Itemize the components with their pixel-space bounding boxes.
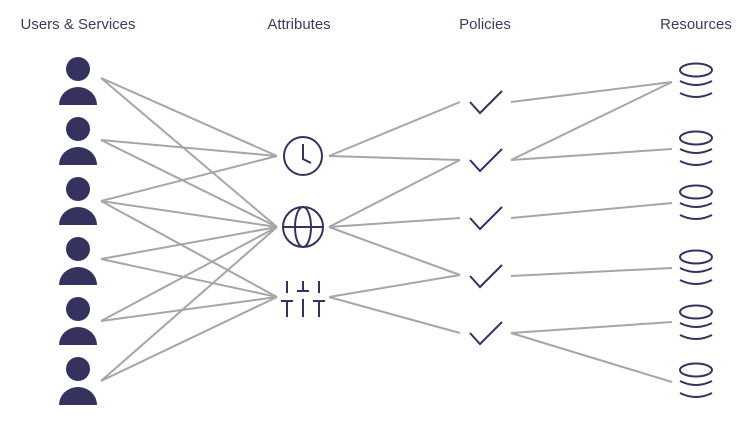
- edge-user-attribute: [100, 200, 278, 228]
- globe-icon: [282, 206, 324, 248]
- edge-attribute-policy: [328, 226, 461, 276]
- header-users-services: Users & Services: [20, 16, 136, 33]
- check-icon: [469, 90, 503, 115]
- user-icon: [59, 177, 97, 225]
- check-icon: [469, 206, 503, 231]
- edge-user-attribute: [100, 226, 278, 260]
- edge-policy-resource: [510, 148, 673, 161]
- edge-user-attribute: [100, 155, 278, 202]
- user-icon: [59, 297, 97, 345]
- user-icon: [59, 117, 97, 165]
- edge-attribute-policy: [328, 217, 461, 228]
- edge-policy-resource: [510, 81, 673, 103]
- edge-user-attribute: [100, 296, 278, 322]
- database-icon: [679, 130, 713, 166]
- edge-attribute-policy: [328, 155, 461, 161]
- edge-user-attribute: [100, 139, 278, 228]
- database-icon: [679, 62, 713, 98]
- edge-user-attribute: [100, 226, 278, 322]
- edge-attribute-policy: [328, 101, 461, 157]
- edge-user-attribute: [100, 139, 278, 157]
- edge-policy-resource: [510, 267, 673, 277]
- edge-policy-resource: [510, 332, 673, 383]
- edge-user-attribute: [100, 77, 278, 157]
- header-attributes: Attributes: [267, 16, 331, 33]
- database-icon: [679, 362, 713, 398]
- edge-user-attribute: [100, 77, 278, 228]
- check-icon: [469, 148, 503, 173]
- edge-attribute-policy: [328, 159, 461, 228]
- sliders-icon: [281, 281, 325, 317]
- check-icon: [469, 321, 503, 346]
- header-policies: Policies: [459, 16, 511, 33]
- edge-user-attribute: [100, 226, 278, 382]
- database-icon: [679, 249, 713, 285]
- edge-user-attribute: [100, 258, 278, 298]
- user-icon: [59, 357, 97, 405]
- user-icon: [59, 237, 97, 285]
- clock-icon: [283, 136, 323, 176]
- edge-attribute-policy: [328, 274, 461, 298]
- edge-policy-resource: [510, 81, 673, 161]
- header-resources: Resources: [660, 16, 732, 33]
- edge-policy-resource: [510, 321, 673, 334]
- database-icon: [679, 184, 713, 220]
- edge-policy-resource: [510, 202, 673, 219]
- edge-user-attribute: [100, 200, 278, 298]
- edges: [100, 77, 673, 383]
- user-icon: [59, 57, 97, 105]
- edge-user-attribute: [100, 296, 278, 382]
- database-icon: [679, 304, 713, 340]
- check-icon: [469, 264, 503, 289]
- edge-attribute-policy: [328, 296, 461, 334]
